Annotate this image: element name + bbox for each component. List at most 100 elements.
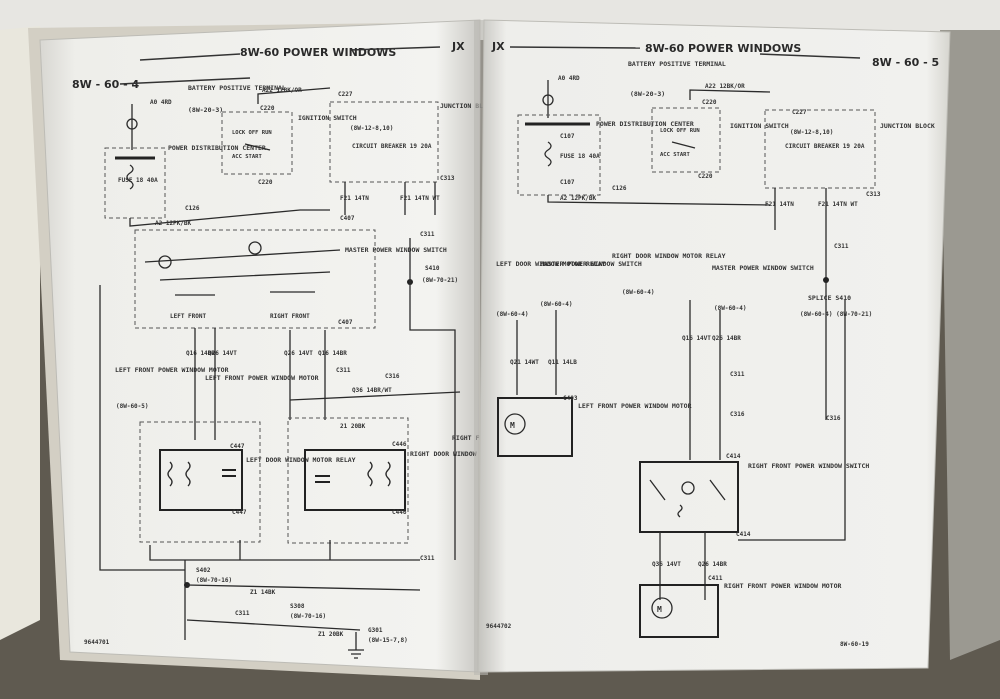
right-door-relay-box: [304, 449, 406, 511]
left-footer-code: 9644701: [84, 639, 110, 646]
right-junction-label: JUNCTION BLOCK: [880, 122, 935, 130]
svg-text:C220: C220: [260, 105, 275, 112]
svg-text:Z1 14BK: Z1 14BK: [250, 589, 276, 596]
left-junction-block-box: [329, 101, 439, 183]
svg-text:A2 12PK/BK: A2 12PK/BK: [560, 195, 597, 202]
left-fuse-icon: [126, 164, 134, 190]
right-door-relay-outline: [287, 417, 409, 544]
motor-icon: [651, 597, 673, 619]
svg-text:Q21 14WT: Q21 14WT: [510, 359, 539, 366]
svg-text:ACC START: ACC START: [232, 154, 262, 160]
indicator-lamp-icon: [248, 241, 262, 255]
svg-text:Q26 14VT: Q26 14VT: [284, 350, 313, 357]
svg-text:C316: C316: [730, 411, 745, 418]
right-left-front-motor-label: LEFT FRONT POWER WINDOW MOTOR: [578, 402, 692, 410]
svg-text:C126: C126: [612, 185, 627, 192]
left-front-motor-box: [497, 397, 573, 457]
svg-text:S410: S410: [425, 265, 440, 272]
right-page-id: 8W - 60 - 5: [872, 56, 939, 69]
right-ignition-label: IGNITION SWITCH: [730, 122, 789, 130]
svg-text:Q26 14BR: Q26 14BR: [698, 561, 727, 568]
svg-text:C407: C407: [338, 319, 353, 326]
relay-coil-icon: [185, 461, 191, 487]
page-stack-left: [0, 26, 40, 640]
svg-text:(8W-60-4) (8W-70-21): (8W-60-4) (8W-70-21): [800, 311, 872, 318]
svg-text:C220: C220: [702, 99, 717, 106]
right-master-switch-b-label: MASTER POWER WINDOW SWITCH: [712, 264, 814, 272]
svg-text:(8W-60-4): (8W-60-4): [622, 289, 655, 296]
right-front-motor-label: RIGHT FRONT POWER WINDOW MOTOR: [724, 582, 841, 590]
svg-text:C107: C107: [560, 179, 575, 186]
svg-text:C311: C311: [730, 371, 745, 378]
page-stack-right: [940, 30, 1000, 660]
right-left-door-relay-label: LEFT DOOR WINDOW MOTOR RELAY: [496, 260, 606, 268]
svg-text:Q16 14VT: Q16 14VT: [682, 335, 711, 342]
svg-text:FUSE 18 40A: FUSE 18 40A: [560, 153, 600, 160]
svg-text:LOCK OFF RUN: LOCK OFF RUN: [232, 130, 272, 136]
svg-text:Q26 14BR: Q26 14BR: [712, 335, 741, 342]
right-junction-block-box: [764, 109, 876, 189]
svg-text:G301: G301: [368, 627, 383, 634]
left-pdc-box: [104, 147, 166, 219]
svg-text:C313: C313: [440, 175, 455, 182]
svg-text:A22 12BK/OR: A22 12BK/OR: [262, 87, 302, 94]
svg-text:LEFT FRONT: LEFT FRONT: [170, 313, 207, 320]
svg-text:C311: C311: [420, 231, 435, 238]
svg-text:C446: C446: [392, 509, 407, 516]
left-page-id: 8W - 60 - 4: [72, 78, 140, 91]
motor-icon: [504, 413, 526, 435]
svg-text:C447: C447: [230, 443, 245, 450]
right-pdc-label: POWER DISTRIBUTION CENTER: [596, 120, 694, 128]
svg-text:A2 12PK/BK: A2 12PK/BK: [155, 220, 192, 227]
svg-text:(8W-12-8,10): (8W-12-8,10): [350, 125, 393, 132]
svg-text:Q36 14VT: Q36 14VT: [652, 561, 681, 568]
left-door-relay-label: LEFT DOOR WINDOW MOTOR RELAY: [246, 456, 356, 464]
svg-text:Q26 14VT: Q26 14VT: [208, 350, 237, 357]
svg-text:CIRCUIT BREAKER 19 20A: CIRCUIT BREAKER 19 20A: [785, 143, 865, 150]
svg-text:21 20BK: 21 20BK: [340, 423, 366, 430]
left-header-title: 8W-60 POWER WINDOWS: [240, 46, 396, 59]
svg-text:S402: S402: [196, 567, 211, 574]
right-battery-label: BATTERY POSITIVE TERMINAL: [628, 60, 726, 68]
svg-text:F21 14TN: F21 14TN: [765, 201, 794, 208]
svg-text:S308: S308: [290, 603, 305, 610]
left-door-relay-box: [159, 449, 243, 511]
svg-text:C414: C414: [736, 531, 751, 538]
svg-text:A22 12BK/OR: A22 12BK/OR: [705, 83, 745, 90]
indicator-lamp-icon: [158, 255, 172, 269]
right-model-code: JX: [491, 40, 505, 53]
svg-text:C414: C414: [726, 453, 741, 460]
svg-text:C316: C316: [826, 415, 841, 422]
ground-icon: [348, 632, 364, 659]
svg-text:RIGHT FRONT: RIGHT FRONT: [270, 313, 310, 320]
left-page: 8W - 60 - 4 8W-60 POWER WINDOWS JX BATTE…: [39, 19, 569, 673]
left-master-switch-box: [134, 229, 376, 329]
left-front-motor-label: LEFT FRONT POWER WINDOW MOTOR: [115, 366, 229, 374]
svg-text:Z1 20BK: Z1 20BK: [318, 631, 344, 638]
svg-text:SPLICE S410: SPLICE S410: [808, 294, 851, 302]
svg-text:C311: C311: [834, 243, 849, 250]
svg-text:C107: C107: [560, 133, 575, 140]
left-model-code: JX: [451, 40, 465, 53]
svg-text:C403: C403: [563, 395, 578, 402]
right-header-title: 8W-60 POWER WINDOWS: [645, 42, 801, 55]
right-door-relay-label: RIGHT DOOR WINDOW MOTOR RELAY: [410, 450, 524, 458]
relay-coil-icon: [167, 461, 173, 487]
svg-text:(8W-70-21): (8W-70-21): [422, 277, 458, 284]
left-pdc-label: POWER DISTRIBUTION CENTER: [168, 144, 266, 152]
svg-text:A0 4RD: A0 4RD: [150, 99, 172, 106]
right-front-switch-label: RIGHT FRONT POWER WINDOW SWITCH: [748, 462, 869, 470]
svg-text:(8W-20-3): (8W-20-3): [630, 90, 665, 98]
svg-text:M: M: [657, 605, 662, 614]
svg-text:(8W-70-16): (8W-70-16): [290, 613, 326, 620]
svg-text:C311: C311: [336, 367, 351, 374]
svg-text:Q11 14LB: Q11 14LB: [548, 359, 577, 366]
right-footer-page: 8W-60-19: [840, 641, 869, 648]
right-master-switch-a-label: MASTER POWER WINDOW SWITCH: [540, 260, 642, 268]
left-battery-label: BATTERY POSITIVE TERMINAL: [188, 84, 286, 92]
left-ignition-switch-box: [221, 111, 293, 175]
svg-text:C220: C220: [698, 173, 713, 180]
left-door-relay-outline: [139, 421, 261, 543]
svg-text:(8W-60-4): (8W-60-4): [714, 305, 747, 312]
